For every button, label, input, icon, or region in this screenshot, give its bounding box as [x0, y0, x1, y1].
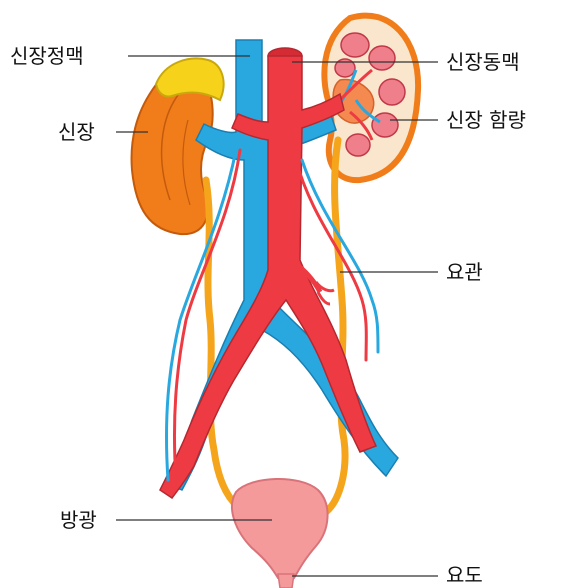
label-renal-vein: 신장정맥	[10, 44, 84, 68]
bladder	[232, 479, 328, 578]
urethra	[278, 574, 294, 588]
label-ureter: 요관	[446, 260, 483, 284]
label-renal-artery: 신장동맥	[446, 50, 520, 74]
label-urethra: 요도	[446, 563, 483, 587]
label-kidney: 신장	[58, 120, 95, 144]
label-bladder: 방광	[60, 508, 97, 532]
label-renal-pelvis: 신장 함량	[446, 108, 526, 132]
